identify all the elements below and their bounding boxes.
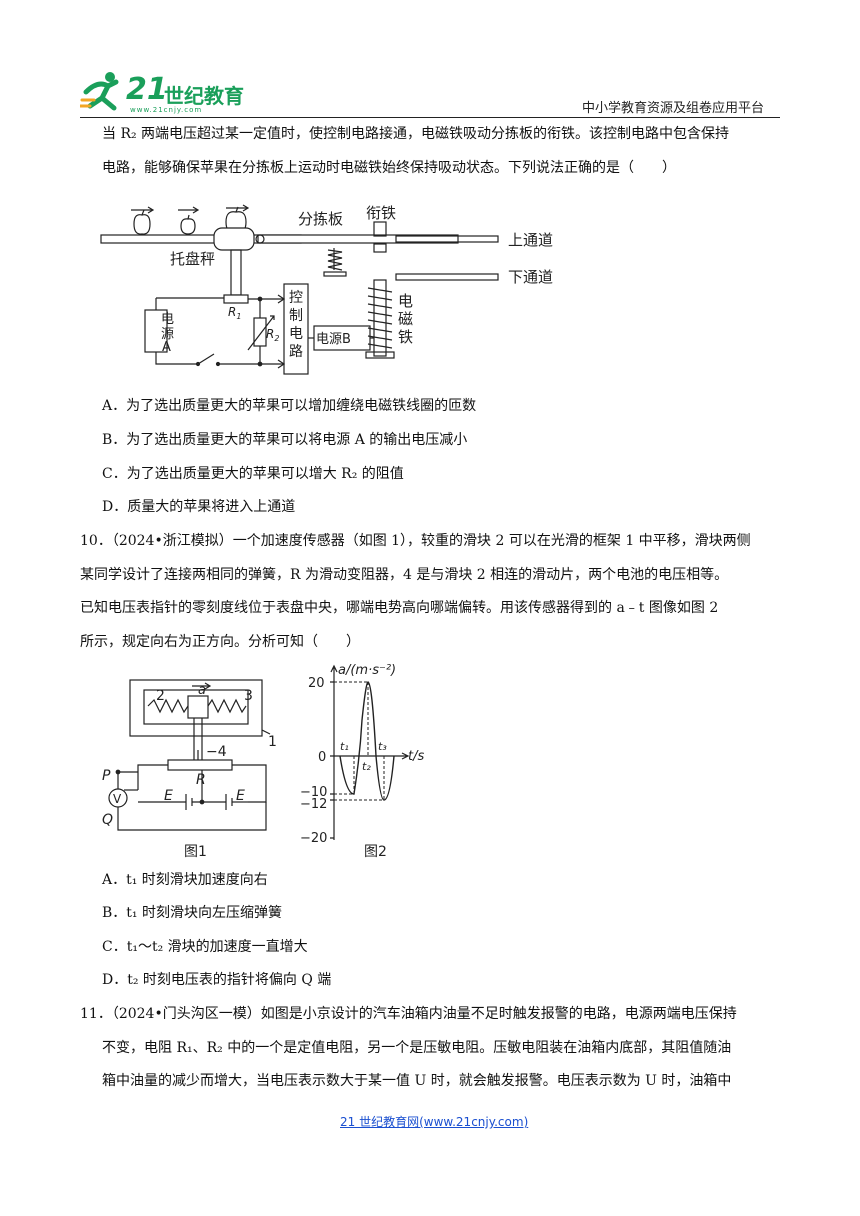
fig1-label-q: Q	[102, 812, 113, 828]
label-magnet-2: 磁	[398, 310, 413, 328]
q10-option-c: C．t₁～t₂ 滑块的加速度一直增大	[102, 939, 308, 955]
voltmeter-icon: V	[113, 792, 122, 806]
fig1-label-e1: E	[164, 788, 173, 804]
fig2-label-t1: t₁	[340, 740, 349, 753]
q9-option-c: C．为了选出质量更大的苹果可以增大 R₂ 的阻值	[102, 466, 404, 482]
q9-line-1: 当 R₂ 两端电压超过某一定值时，使控制电路接通，电磁铁吸动分拣板的衔铁。该控制…	[102, 126, 730, 142]
runner-icon	[80, 72, 119, 111]
fig1-label-1: 1	[268, 734, 277, 750]
label-tray: 托盘秤	[170, 250, 215, 268]
q9-option-d: D．质量大的苹果将进入上通道	[102, 499, 296, 515]
label-control-1: 控	[289, 290, 303, 306]
fig1-label-a: a	[198, 683, 206, 698]
fig2-caption: 图2	[364, 844, 387, 860]
label-control-4: 路	[289, 344, 303, 360]
q10-figure-2: a/(m·s⁻²) t/s 20 0 −10 −12 −20 t₁ t₂ t₃ …	[300, 663, 424, 860]
q9-option-a: A．为了选出质量更大的苹果可以增加缠绕电磁铁线圈的匝数	[102, 398, 477, 414]
fig2-tick-20: 20	[308, 676, 325, 691]
logo-number: 21	[126, 72, 168, 107]
fig2-curve	[339, 681, 395, 801]
label-source-a-3: A	[162, 340, 171, 355]
q9-option-b: B．为了选出质量更大的苹果可以将电源 A 的输出电压减小	[102, 432, 468, 448]
q9-figure-sorter: 分拣板 衔铁 上通道 下通道 托盘秤 R1 R2 电 源 A 控 制 电 路 电…	[100, 204, 553, 375]
label-control-3: 电	[289, 326, 303, 342]
fig2-tick-minus-12: −12	[300, 797, 327, 812]
q9-line-2: 电路，能够确保苹果在分拣板上运动时电磁铁始终保持吸动状态。下列说法正确的是（ ）	[102, 160, 676, 176]
fig2-label-t3: t₃	[378, 740, 387, 753]
label-source-b: 电源B	[316, 332, 351, 347]
label-upper-channel: 上通道	[508, 231, 553, 249]
fig2-ylabel: a/(m·s⁻²)	[338, 663, 396, 678]
fig1-label-e2: E	[236, 788, 245, 804]
q10-line-4: 所示，规定向右为正方向。分析可知（ ）	[80, 634, 360, 650]
fig2-tick-minus-20: −20	[300, 831, 327, 846]
label-source-a-2: 源	[161, 327, 174, 342]
fig1-label-3: 3	[244, 688, 253, 704]
q11-line-3: 箱中油量的减少而增大，当电压表示数大于某一值 U 时，就会触发报警。电压表示数为…	[102, 1073, 732, 1089]
q10-figure-1: 2 a 3 1 −4 R P V Q E E 图1	[102, 679, 277, 860]
q10-option-d: D．t₂ 时刻电压表的指针将偏向 Q 端	[102, 972, 332, 988]
logo-text: 世纪教育	[164, 84, 244, 108]
label-sorter: 分拣板	[298, 210, 343, 228]
q10-line-3: 已知电压表指针的零刻度线位于表盘中央，哪端电势高向哪端偏转。用该传感器得到的 a…	[80, 600, 719, 616]
platform-name: 中小学教育资源及组卷应用平台	[582, 101, 765, 116]
q10-option-a: A．t₁ 时刻滑块加速度向右	[102, 872, 268, 888]
label-lower-channel: 下通道	[508, 268, 553, 286]
fig1-label-p: P	[102, 768, 111, 784]
label-source-a-1: 电	[161, 312, 174, 327]
label-armature: 衔铁	[366, 204, 396, 222]
q11-line-2: 不变，电阻 R₁、R₂ 中的一个是定值电阻，另一个是压敏电阻。压敏电阻装在油箱内…	[102, 1040, 732, 1056]
q10-option-b: B．t₁ 时刻滑块向左压缩弹簧	[102, 905, 282, 921]
q10-line-2: 某同学设计了连接两相同的弹簧，R 为滑动变阻器，4 是与滑块 2 相连的滑动片，…	[80, 567, 729, 583]
label-magnet-3: 铁	[398, 328, 413, 346]
label-magnet-1: 电	[398, 292, 413, 310]
fig1-label-2: 2	[156, 688, 165, 704]
fig2-tick-minus-10: −10	[300, 785, 327, 800]
q11-line-1: 11．（2024•门头沟区一模）如图是小京设计的汽车油箱内油量不足时触发报警的电…	[80, 1006, 737, 1022]
header-divider	[80, 117, 780, 118]
label-r2: R2	[266, 327, 279, 343]
fig2-xlabel: t/s	[408, 749, 424, 764]
logo-url: www.21cnjy.com	[130, 106, 203, 114]
header-logo: 21 世纪教育 www.21cnjy.com	[80, 68, 250, 116]
label-control-2: 制	[289, 308, 303, 324]
q10-line-1: 10．（2024•浙江模拟）一个加速度传感器（如图 1），较重的滑块 2 可以在…	[80, 533, 751, 549]
fig1-label-r: R	[196, 772, 206, 788]
label-r1: R1	[228, 305, 241, 321]
fig2-tick-0: 0	[318, 750, 326, 765]
fig1-caption: 图1	[184, 844, 207, 860]
footer-link[interactable]: 21 世纪教育网(www.21cnjy.com)	[340, 1115, 529, 1129]
fig1-label-4: −4	[206, 744, 227, 760]
fig2-label-t2: t₂	[362, 760, 371, 773]
